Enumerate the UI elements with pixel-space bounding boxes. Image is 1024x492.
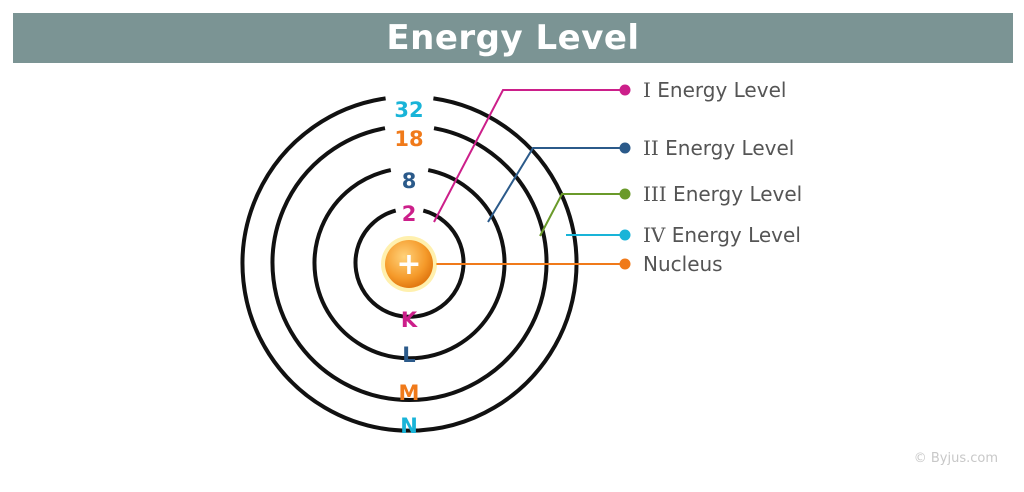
legend-dot-iv [619, 229, 631, 241]
legend-dot-i [619, 84, 631, 96]
shell-k-arc-top [353, 208, 466, 319]
legend-label-i: I Energy Level [643, 78, 786, 102]
shell-n-capacity: 32 [394, 98, 423, 122]
legend-label-iv: IV Energy Level [643, 223, 801, 247]
shell-k-capacity: 2 [402, 202, 417, 226]
shell-n-letter: N [400, 414, 418, 438]
nucleus-symbol: + [396, 247, 421, 282]
shell-m-capacity: 18 [394, 127, 423, 151]
legend-label-iii: III Energy Level [643, 182, 802, 206]
legend-label-ii: II Energy Level [643, 136, 794, 160]
shell-m-letter: M [399, 381, 420, 405]
leader-line-iii [539, 193, 625, 237]
page-title: Energy Level [386, 18, 640, 58]
shell-m-arc [270, 126, 549, 402]
shell-l-letter: L [402, 343, 415, 367]
leader-line-ii [487, 147, 625, 223]
shell-n-arc [240, 96, 579, 433]
title-banner: Energy Level [13, 13, 1013, 63]
shell-k-letter: K [401, 308, 418, 332]
nucleus: + [381, 236, 437, 292]
legend-dot-iii [619, 188, 631, 200]
legend-dot-nucleus [619, 258, 631, 270]
legend-dot-ii [619, 142, 631, 154]
legend-label-nucleus: Nucleus [643, 252, 723, 276]
watermark: © Byjus.com [913, 451, 998, 466]
shell-l-arc [312, 168, 507, 361]
shell-l-capacity: 8 [402, 169, 417, 193]
leader-line-i [433, 89, 625, 223]
